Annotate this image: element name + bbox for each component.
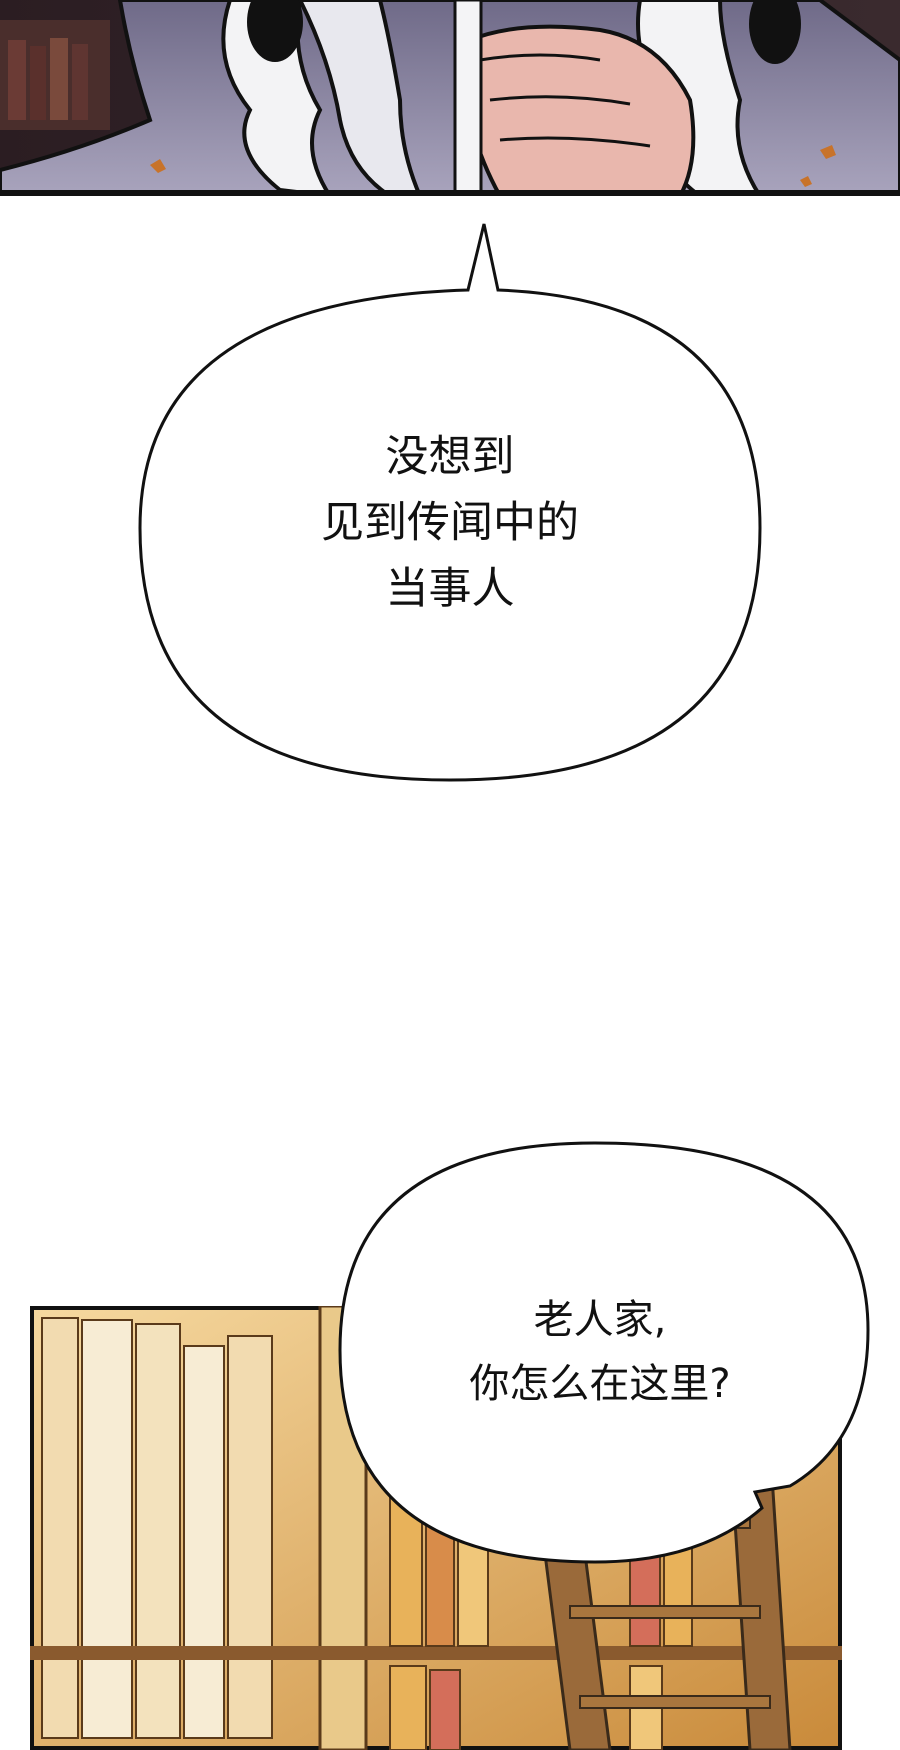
speech-line: 见到传闻中的 [321,498,579,548]
speech-line: 没想到 [385,432,515,482]
top-panel [0,0,900,196]
speech-line: 当事人 [385,564,515,614]
speech-bubble-2-text: 老人家, 你怎么在这里? [400,1288,800,1416]
speech-line: 老人家, [533,1297,667,1343]
speech-line: 你怎么在这里? [469,1361,731,1407]
top-panel-art [0,0,900,196]
speech-bubble-1-text: 没想到 见到传闻中的 当事人 [200,424,700,622]
